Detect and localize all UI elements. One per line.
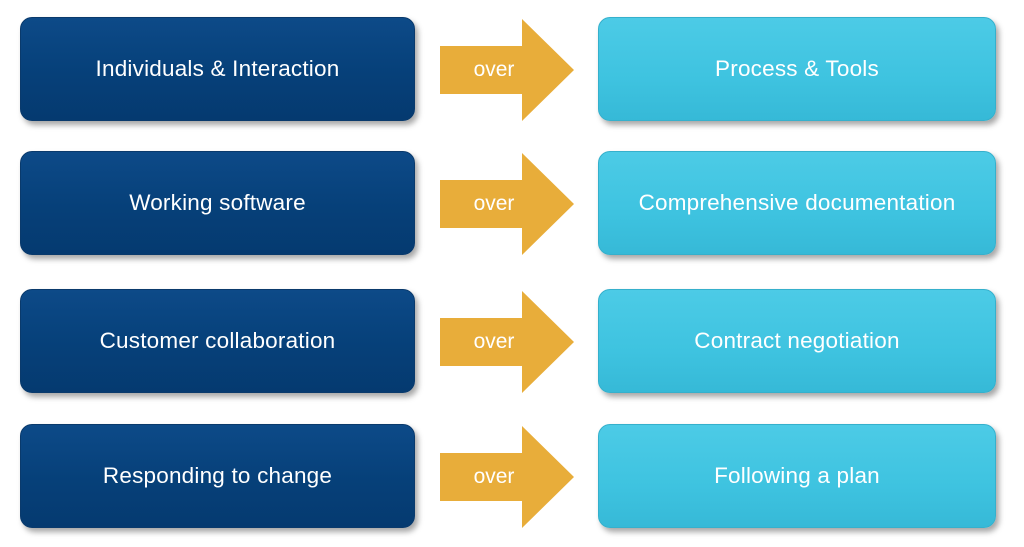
over-arrow: over: [440, 291, 574, 393]
lesser-item-box: Process & Tools: [598, 17, 996, 121]
valued-item-box: Responding to change: [20, 424, 415, 528]
over-label: over: [473, 465, 515, 488]
value-row: Individuals & Interaction over Process &…: [0, 17, 1024, 123]
valued-item-box: Working software: [20, 151, 415, 255]
lesser-item-label: Process & Tools: [715, 56, 879, 81]
lesser-item-box: Following a plan: [598, 424, 996, 528]
right-arrow-icon: [440, 291, 574, 393]
right-arrow-icon: [440, 426, 574, 528]
lesser-item-label: Comprehensive documentation: [638, 190, 956, 215]
over-label: over: [473, 330, 515, 353]
lesser-item-label: Following a plan: [714, 463, 880, 488]
value-row: Responding to change over Following a pl…: [0, 424, 1024, 530]
lesser-item-label: Contract negotiation: [694, 328, 900, 353]
right-arrow-icon: [440, 153, 574, 255]
valued-item-label: Customer collaboration: [99, 328, 336, 353]
over-arrow: over: [440, 153, 574, 255]
over-label: over: [473, 192, 515, 215]
lesser-item-box: Comprehensive documentation: [598, 151, 996, 255]
valued-item-label: Working software: [129, 190, 306, 215]
value-row: Working software over Comprehensive docu…: [0, 151, 1024, 257]
value-row: Customer collaboration over Contract neg…: [0, 289, 1024, 395]
over-arrow: over: [440, 19, 574, 121]
lesser-item-box: Contract negotiation: [598, 289, 996, 393]
valued-item-box: Customer collaboration: [20, 289, 415, 393]
valued-item-box: Individuals & Interaction: [20, 17, 415, 121]
over-label: over: [473, 58, 515, 81]
right-arrow-icon: [440, 19, 574, 121]
valued-item-label: Responding to change: [102, 463, 333, 488]
over-arrow: over: [440, 426, 574, 528]
valued-item-label: Individuals & Interaction: [95, 56, 340, 81]
